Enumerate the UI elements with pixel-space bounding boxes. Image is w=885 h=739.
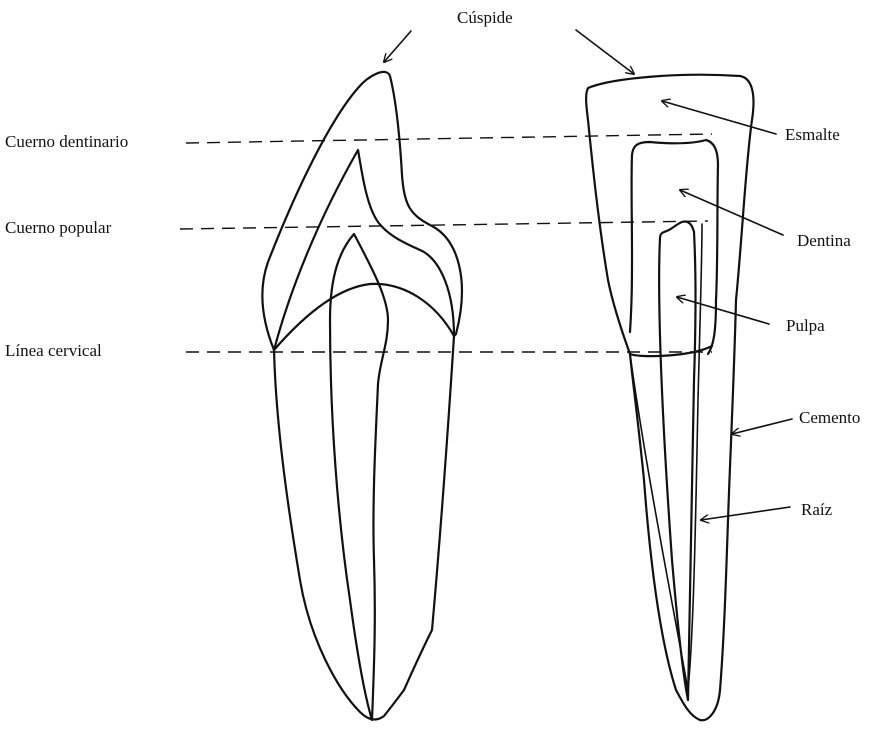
cemento-arrow	[732, 419, 792, 434]
cuerno-dentinario-line	[186, 134, 712, 143]
label-linea-cervical: Línea cervical	[5, 341, 102, 360]
cuspide-left-arrow	[384, 31, 411, 62]
label-pulpa: Pulpa	[786, 316, 825, 335]
right-tooth-view	[586, 75, 753, 721]
label-esmalte: Esmalte	[785, 125, 840, 144]
label-cuerno-dentinario: Cuerno dentinario	[5, 132, 128, 151]
dentina-arrow	[680, 190, 783, 235]
label-dentina: Dentina	[797, 231, 851, 250]
left-dentin-crown	[274, 150, 454, 350]
raiz-arrow	[701, 507, 790, 520]
right-pulp-outline	[659, 221, 695, 700]
right-tooth-outline	[586, 75, 753, 721]
left-cervical-line	[274, 284, 454, 350]
left-tooth-root-outline	[274, 336, 454, 719]
label-cemento: Cemento	[799, 408, 860, 427]
esmalte-arrow	[662, 101, 776, 134]
cuspide-right-arrow	[576, 30, 634, 74]
pulpa-arrow	[677, 297, 769, 324]
right-dentin-outline	[630, 140, 718, 354]
label-cuspide: Cúspide	[457, 8, 513, 27]
label-cuerno-popular: Cuerno popular	[5, 218, 112, 237]
label-raiz: Raíz	[801, 500, 833, 519]
left-pulp-outline	[330, 234, 388, 720]
cuerno-popular-line	[180, 221, 708, 229]
left-tooth-section	[262, 72, 462, 720]
